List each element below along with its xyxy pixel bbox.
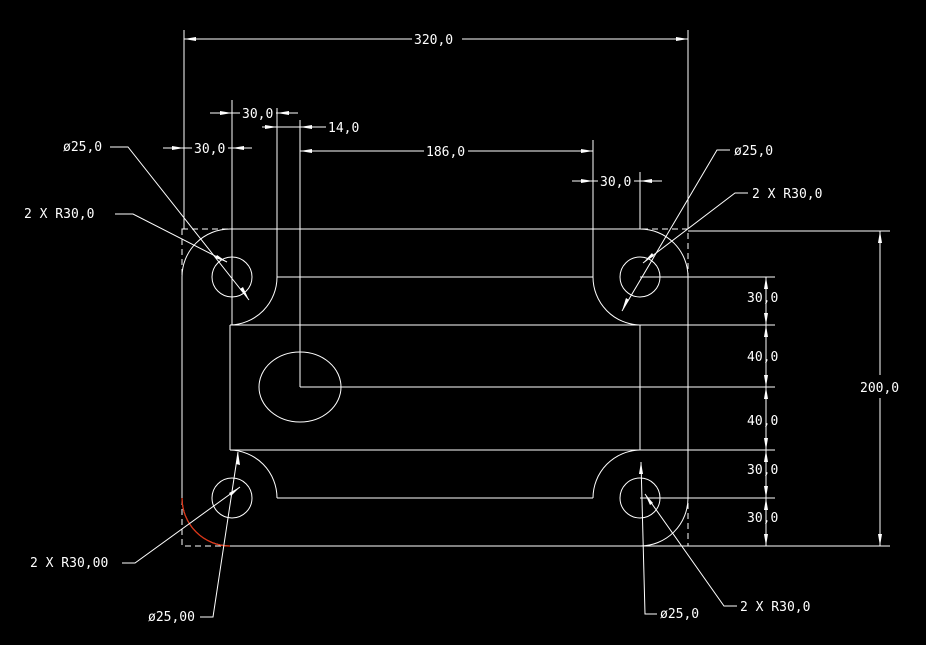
leader-lines — [110, 146, 748, 618]
dim-30-top-label: 30,0 — [242, 107, 273, 122]
dim-320-label: 320,0 — [414, 33, 453, 48]
dim-overall-width — [184, 37, 688, 41]
dim-v30-a-label: 30,0 — [747, 291, 778, 306]
dim-v40-b-label: 40,0 — [747, 414, 778, 429]
extension-lines — [183, 30, 890, 547]
dim-overall-height — [878, 231, 882, 546]
callout-hole-tl: ø25,0 — [63, 140, 102, 155]
dim-200-label: 200,0 — [860, 381, 899, 396]
dim-30-left — [163, 146, 252, 150]
dim-v40-a-label: 40,0 — [747, 350, 778, 365]
callout-hole-bl: ø25,00 — [148, 610, 195, 625]
dim-14-label: 14,0 — [328, 121, 359, 136]
callout-radius-bl: 2 X R30,00 — [30, 556, 108, 571]
dim-30-left-label: 30,0 — [194, 142, 225, 157]
callout-hole-tr: ø25,0 — [734, 144, 773, 159]
callout-radius-tl: 2 X R30,0 — [24, 207, 94, 222]
dim-vertical-chain — [764, 277, 768, 546]
dim-186 — [300, 149, 593, 153]
dim-14 — [262, 125, 326, 129]
dim-v30-b-label: 30,0 — [747, 463, 778, 478]
dim-30-right — [572, 179, 662, 183]
callout-radius-br: 2 X R30,0 — [740, 600, 810, 615]
dim-30-right-label: 30,0 — [600, 175, 631, 190]
dim-186-label: 186,0 — [426, 145, 465, 160]
callout-radius-tr: 2 X R30,0 — [752, 187, 822, 202]
dim-30-top — [210, 111, 298, 115]
callout-hole-br: ø25,0 — [660, 607, 699, 622]
dim-v30-c-label: 30,0 — [747, 511, 778, 526]
